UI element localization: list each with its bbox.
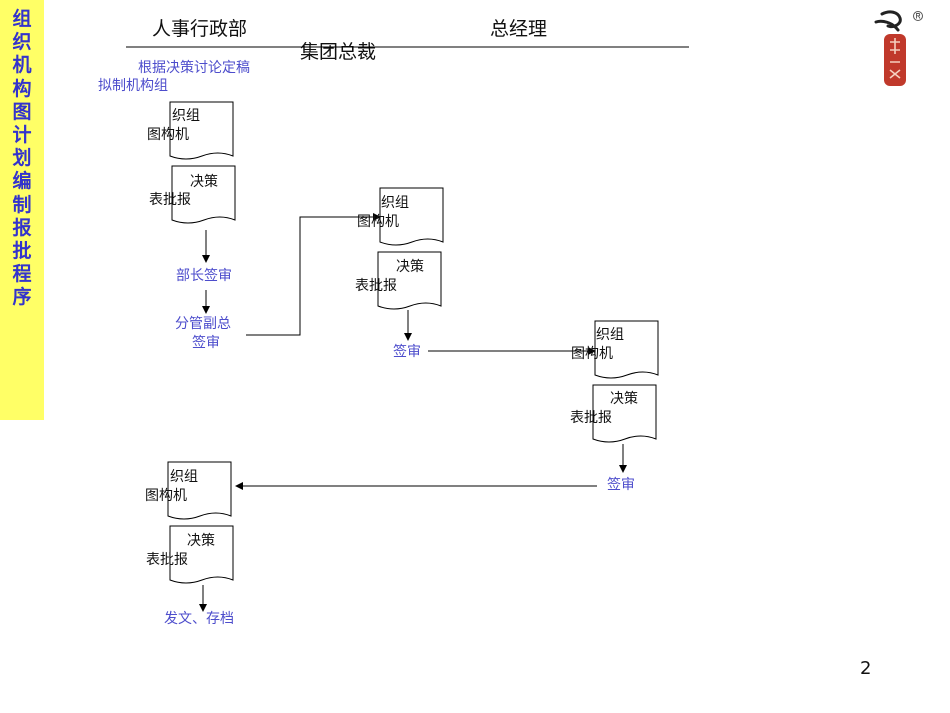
arrow-to-ceo (246, 213, 381, 336)
final-doc2-label-line1: 决策 (187, 533, 215, 549)
gm-sign: 签审 (607, 477, 635, 493)
doc1-label-line1: 织组 (172, 108, 200, 124)
seal-logo-icon (874, 10, 923, 86)
doc-org-chart-1 (169, 101, 234, 160)
ceo-doc1-label-line1: 织组 (381, 195, 409, 211)
final-doc1-label-line1: 织组 (170, 469, 198, 485)
ceo-doc2-label-line1: 决策 (396, 259, 424, 275)
doc-decision-report-2 (377, 251, 442, 310)
step-vp-sign-line1: 分管副总 (175, 316, 231, 332)
ceo-doc1-label-line2: 图构机 (357, 214, 399, 230)
doc-org-chart-4 (167, 461, 232, 520)
final-step-issue-archive: 发文、存档 (164, 611, 234, 627)
doc2-label-line2: 表批报 (149, 192, 191, 208)
page-number: 2 (860, 658, 872, 679)
doc1-label-line2: 图构机 (147, 127, 189, 143)
ceo-doc2-label-line2: 表批报 (355, 278, 397, 294)
doc-org-chart-2 (379, 187, 444, 246)
step-vp-sign-line2: 签审 (192, 335, 220, 351)
gm-doc1-label-line1: 织组 (596, 327, 624, 343)
doc2-label-line1: 决策 (190, 174, 218, 190)
step-dept-sign: 部长签审 (176, 268, 232, 284)
gm-doc2-label-line1: 决策 (610, 391, 638, 407)
header-hr-admin: 人事行政部 (152, 18, 248, 40)
gm-doc2-label-line2: 表批报 (570, 410, 612, 426)
sidebar-banner: 组织机构图计划编制报批程序 (0, 0, 44, 420)
doc-decision-report-4 (169, 525, 234, 584)
final-doc2-label-line2: 表批报 (146, 552, 188, 568)
sidebar-title: 组织机构图计划编制报批程序 (12, 8, 32, 309)
doc-decision-report-1 (171, 165, 236, 224)
final-doc1-label-line2: 图构机 (145, 488, 187, 504)
header-general-manager: 总经理 (490, 18, 548, 40)
step-draft-sublabel: 拟制机构组 (98, 78, 168, 94)
ceo-sign: 签审 (393, 344, 421, 360)
doc-org-chart-3 (594, 320, 659, 379)
gm-doc1-label-line2: 图构机 (571, 346, 613, 362)
doc-decision-report-3 (592, 384, 657, 443)
step-draft-label: 根据决策讨论定稿 (138, 60, 250, 76)
